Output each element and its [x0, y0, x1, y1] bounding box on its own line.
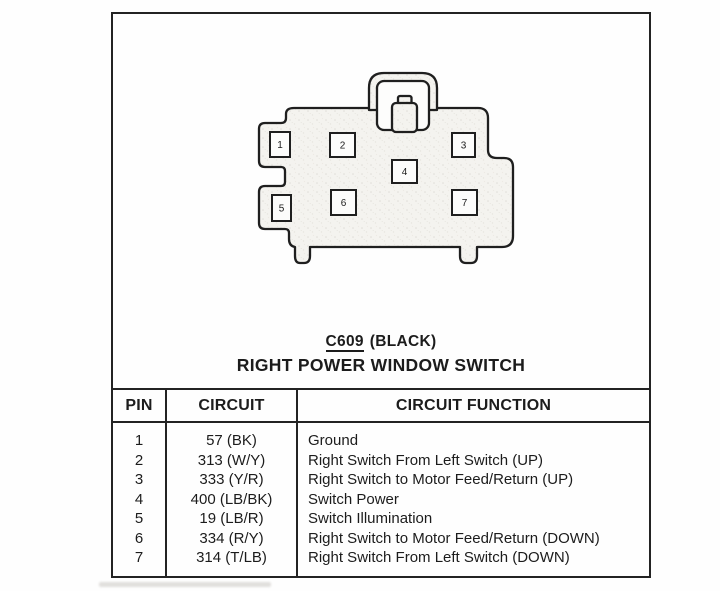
- pin-cavity-3: 3: [451, 132, 476, 158]
- pinout-table: PIN CIRCUIT CIRCUIT FUNCTION 1 2 3 4 5 6…: [111, 388, 651, 578]
- pin-cell: 3: [134, 471, 144, 488]
- pin-number-6: 6: [341, 198, 347, 209]
- function-cell: Right Switch From Left Switch (DOWN): [308, 549, 570, 566]
- pin-cell: 4: [134, 490, 144, 508]
- pin-cavity-1: 1: [269, 131, 291, 158]
- pin-cavity-6: 6: [330, 189, 357, 216]
- connector-body-outline: [257, 106, 515, 265]
- connector-id: C609: [325, 333, 364, 352]
- pin-cavity-2: 2: [329, 132, 356, 158]
- circuit-cell: 334 (R/Y): [199, 529, 264, 547]
- pin-number-5: 5: [279, 204, 285, 215]
- pin-cell: 5: [134, 510, 144, 527]
- pin-number-3: 3: [461, 141, 467, 152]
- connector-face-diagram: 1 2 3 4 5 6 7: [257, 71, 515, 265]
- function-cell: Switch Illumination: [308, 510, 433, 527]
- circuit-cell: 400 (LB/BK): [190, 490, 273, 508]
- function-cell: Right Switch From Left Switch (UP): [308, 451, 544, 469]
- connector-name: RIGHT POWER WINDOW SWITCH: [236, 355, 526, 375]
- circuit-cell: 333 (Y/R): [199, 471, 264, 488]
- pin-cavity-4: 4: [391, 159, 418, 184]
- circuit-column: 57 (BK) 313 (W/Y) 333 (Y/R) 400 (LB/BK) …: [167, 423, 298, 576]
- pin-cell: 7: [134, 549, 144, 566]
- table-body: 1 2 3 4 5 6 7 57 (BK) 313 (W/Y) 333 (Y/R…: [113, 423, 649, 576]
- circuit-cell: 57 (BK): [206, 432, 257, 449]
- header-pin: PIN: [113, 390, 167, 421]
- function-cell: Ground: [308, 432, 359, 449]
- connector-title-block: C609 (BLACK) RIGHT POWER WINDOW SWITCH: [111, 332, 651, 376]
- function-cell: Switch Power: [308, 490, 399, 508]
- function-cell: Right Switch to Motor Feed/Return (UP): [308, 471, 574, 488]
- connector-id-line: C609 (BLACK): [111, 332, 651, 352]
- pin-cavity-5: 5: [271, 194, 292, 222]
- function-cell: Right Switch to Motor Feed/Return (DOWN): [308, 529, 600, 547]
- pin-number-1: 1: [277, 140, 283, 151]
- header-circuit-function: CIRCUIT FUNCTION: [395, 396, 552, 414]
- pin-cavity-7: 7: [451, 189, 478, 216]
- connector-color: (BLACK): [369, 333, 437, 350]
- function-column: Ground Right Switch From Left Switch (UP…: [298, 423, 649, 576]
- latch-tongue: [390, 101, 419, 134]
- pin-number-2: 2: [340, 141, 346, 152]
- scan-artifact: [99, 582, 271, 587]
- pin-cell: 6: [134, 529, 144, 547]
- circuit-cell: 313 (W/Y): [197, 451, 266, 469]
- circuit-cell: 314 (T/LB): [196, 549, 267, 566]
- pin-cell: 2: [134, 451, 144, 469]
- header-circuit: CIRCUIT: [167, 390, 298, 421]
- pin-number-4: 4: [402, 167, 408, 178]
- pin-column: 1 2 3 4 5 6 7: [113, 423, 167, 576]
- pin-number-7: 7: [462, 198, 468, 209]
- circuit-cell: 19 (LB/R): [199, 510, 264, 527]
- table-header-row: PIN CIRCUIT CIRCUIT FUNCTION: [113, 390, 649, 423]
- pin-cell: 1: [134, 432, 144, 449]
